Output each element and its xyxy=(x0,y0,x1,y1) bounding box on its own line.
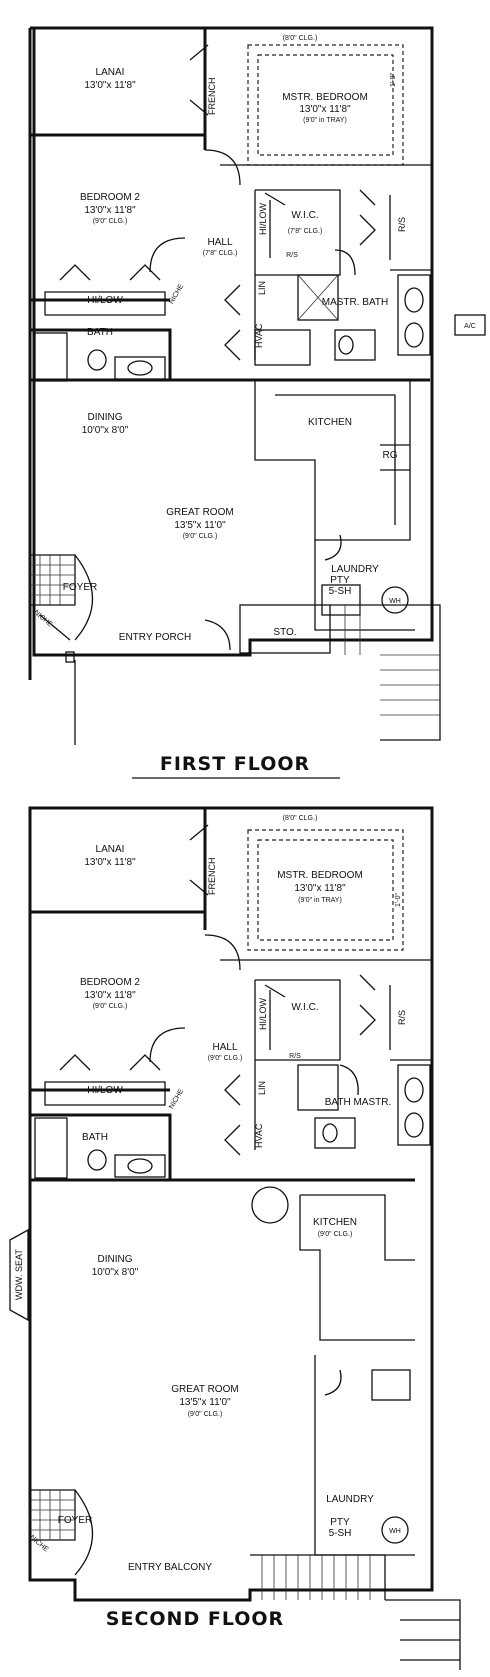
pantry-label: PTY xyxy=(330,575,350,586)
water-heater-label-2: WH xyxy=(389,1528,401,1535)
room-hall-clg-2: (9'0" CLG.) xyxy=(208,1055,243,1062)
linen-label-2: LIN xyxy=(257,1081,267,1095)
storage-label: STO. xyxy=(273,627,296,638)
room-lanai-name: LANAI xyxy=(96,67,125,78)
room-great-dim: 13'5"x 11'0" xyxy=(174,520,226,531)
floor-title-first: FIRST FLOOR xyxy=(160,753,310,775)
entry-balcony-label: ENTRY BALCONY xyxy=(128,1562,212,1573)
water-heater-label: WH xyxy=(389,598,401,605)
room-master-clg: (9'0" in TRAY) xyxy=(303,117,347,124)
room-kitchen-name-2: KITCHEN xyxy=(313,1217,357,1228)
bath-label: BATH xyxy=(87,327,113,338)
pantry-label-2: PTY xyxy=(330,1517,350,1528)
foyer-label-2: FOYER xyxy=(58,1515,92,1526)
room-master-clg-2: (9'0" in TRAY) xyxy=(298,897,342,904)
ceiling-note-top-2: (8'0" CLG.) xyxy=(283,815,318,822)
rs-right-label: R/S xyxy=(397,217,407,232)
master-bath-label-2: BATH MASTR. xyxy=(325,1097,391,1108)
room-kitchen-clg-2: (9'0" CLG.) xyxy=(318,1231,353,1238)
hvac-label: HVAC xyxy=(254,323,264,348)
niche-hall-label-2: NICHE xyxy=(168,1088,185,1111)
window-seat-label: WDW. SEAT xyxy=(14,1249,24,1300)
hilow-closet-label-2: HI/LOW xyxy=(87,1085,123,1096)
room-bedroom2-clg: (9'0" CLG.) xyxy=(93,218,128,225)
room-wic-name: W.I.C. xyxy=(291,210,318,221)
room-bedroom2-dim-2: 13'0"x 11'8" xyxy=(84,990,136,1001)
bath-label-2: BATH xyxy=(82,1132,108,1143)
room-dining-name-2: DINING xyxy=(98,1254,133,1265)
laundry-label: LAUNDRY xyxy=(331,564,379,575)
hvac-label-2: HVAC xyxy=(254,1123,264,1148)
room-kitchen-name: KITCHEN xyxy=(308,417,352,428)
room-bedroom2-clg-2: (9'0" CLG.) xyxy=(93,1003,128,1010)
room-bedroom2-dim: 13'0"x 11'8" xyxy=(84,205,136,216)
tray-offset-label: 1'-0" xyxy=(390,73,397,87)
master-bath-label: MASTR. BATH xyxy=(322,297,388,308)
room-master-name: MSTR. BEDROOM xyxy=(282,92,368,103)
floor-title-second: SECOND FLOOR xyxy=(106,1608,284,1630)
room-great-name: GREAT ROOM xyxy=(166,507,233,518)
room-master-name-2: MSTR. BEDROOM xyxy=(277,870,363,881)
room-lanai-dim: 13'0"x 11'8" xyxy=(84,80,136,91)
rs-left-label: R/S xyxy=(286,252,298,259)
room-lanai-name-2: LANAI xyxy=(96,844,125,855)
room-great-clg-2: (9'0" CLG.) xyxy=(188,1411,223,1418)
room-hall-name: HALL xyxy=(207,237,232,248)
room-great-clg: (9'0" CLG.) xyxy=(183,533,218,540)
first-floor-plan xyxy=(28,26,486,745)
ceiling-note-top: (8'0" CLG.) xyxy=(283,35,318,42)
hilow-vertical-label-2: HI/LOW xyxy=(258,997,268,1030)
room-bedroom2-name-2: BEDROOM 2 xyxy=(80,977,140,988)
french-door-label-2: FRENCH xyxy=(207,858,217,896)
room-wic-name-2: W.I.C. xyxy=(291,1002,318,1013)
entry-porch-label: ENTRY PORCH xyxy=(119,632,191,643)
room-bedroom2-name: BEDROOM 2 xyxy=(80,192,140,203)
range-label: RG xyxy=(383,450,398,461)
second-floor-plan xyxy=(9,806,461,1670)
room-dining-dim: 10'0"x 8'0" xyxy=(82,425,129,436)
room-great-dim-2: 13'5"x 11'0" xyxy=(179,1397,231,1408)
room-great-name-2: GREAT ROOM xyxy=(171,1384,238,1395)
room-master-dim: 13'0"x 11'8" xyxy=(299,104,351,115)
shelves-label: 5-SH xyxy=(329,586,352,597)
room-wic-clg: (7'8" CLG.) xyxy=(288,228,323,235)
french-door-label: FRENCH xyxy=(207,78,217,116)
rs-right-label-2: R/S xyxy=(397,1010,407,1025)
hilow-closet-label: HI/LOW xyxy=(87,295,123,306)
niche-foyer-label-2: NICHE xyxy=(28,1534,49,1554)
niche-hall-label: NICHE xyxy=(168,283,185,306)
hilow-vertical-label: HI/LOW xyxy=(258,202,268,235)
shelves-label-2: 5-SH xyxy=(329,1528,352,1539)
tray-offset-label-2: 1'-0" xyxy=(395,893,402,907)
ac-unit-label: A/C xyxy=(464,323,476,330)
foyer-label: FOYER xyxy=(63,582,97,593)
room-master-dim-2: 13'0"x 11'8" xyxy=(294,883,346,894)
room-hall-name-2: HALL xyxy=(212,1042,237,1053)
rs-left-label-2: R/S xyxy=(289,1053,301,1060)
room-hall-clg: (7'8" CLG.) xyxy=(203,250,238,257)
niche-foyer-label: NICHE xyxy=(32,609,53,629)
room-lanai-dim-2: 13'0"x 11'8" xyxy=(84,857,136,868)
linen-label: LIN xyxy=(257,281,267,295)
room-dining-name: DINING xyxy=(88,412,123,423)
laundry-label-2: LAUNDRY xyxy=(326,1494,374,1505)
room-dining-dim-2: 10'0"x 8'0" xyxy=(92,1267,139,1278)
